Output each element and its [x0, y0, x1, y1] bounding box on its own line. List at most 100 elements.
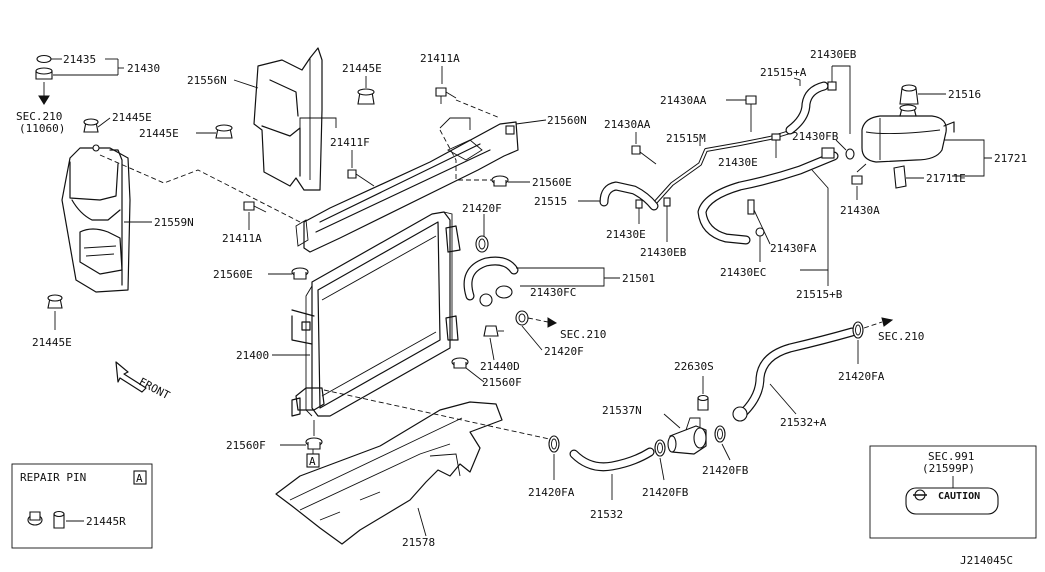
label-21560e-a: 21560E [213, 268, 253, 281]
side-air-guide-21559n [61, 144, 152, 293]
label-21420fb-a: 21420FB [642, 486, 689, 499]
clamp-21420f-top [475, 214, 489, 253]
dashed-bolt-path-b [439, 129, 500, 181]
lower-hose-21532 [569, 447, 655, 500]
bolt-21411f [347, 150, 375, 187]
label-21430a: 21430A [840, 204, 880, 217]
label-21430e-a: 21430E [606, 228, 646, 241]
label-21445e-b: 21445E [342, 62, 382, 75]
sensor-22630s [697, 376, 709, 411]
label-21411a-top: 21411A [420, 52, 460, 65]
label-sec210-a-sub: (11060) [19, 122, 65, 135]
reservoir-cap-21516 [899, 84, 946, 105]
clip-21430ec [755, 227, 765, 262]
bolt-21430a [851, 163, 867, 200]
clip-21430e-mid [771, 133, 781, 158]
label-21711e: 21711E [926, 172, 966, 185]
label-21435: 21435 [63, 53, 96, 66]
label-21556n: 21556N [187, 74, 227, 87]
label-21516: 21516 [948, 88, 981, 101]
callout-a-label: A [309, 455, 316, 468]
label-sec210-a: SEC.210 [16, 110, 62, 123]
clip-21445e-bottom-left [47, 294, 63, 330]
label-21445e-d: 21445E [32, 336, 72, 349]
label-plate-21711e [893, 165, 924, 189]
hose-21515 [578, 181, 659, 211]
label-21440d: 21440D [480, 360, 520, 373]
caution-text: CAUTION [938, 491, 980, 502]
leader-bracket-21556n [299, 117, 337, 168]
label-21430e-b: 21430E [718, 156, 758, 169]
diagram-code: J214045C [960, 554, 1013, 567]
label-21430eb-a: 21430EB [810, 48, 857, 61]
label-21560n: 21560N [547, 114, 587, 127]
label-21445r: 21445R [86, 515, 126, 528]
label-21420f-a: 21420F [462, 202, 502, 215]
label-21430fc: 21430FC [530, 286, 576, 299]
dashed-leader-lower-hose [323, 389, 555, 441]
clip-21445e-top-left [83, 117, 111, 133]
repair-pin-box [11, 463, 153, 549]
repair-pin-title: REPAIR PIN [20, 471, 86, 484]
caution-label-box [869, 445, 1037, 539]
label-21532: 21532 [590, 508, 623, 521]
clamp-21430fb [835, 139, 855, 160]
clip-21430eb-top [831, 65, 851, 134]
label-sec210-b: SEC.210 [560, 328, 606, 341]
label-21560e-b: 21560E [532, 176, 572, 189]
radiator-upper-mount-21560n [295, 117, 547, 253]
bolt-21430aa-lower [631, 132, 657, 165]
label-21532a: 21532+A [780, 416, 827, 429]
radiator-cap-assembly [35, 54, 124, 105]
label-21445e-c: 21445E [139, 127, 179, 140]
label-21411f: 21411F [330, 136, 370, 149]
clip-21445e-mid [196, 124, 233, 139]
label-21420fa-a: 21420FA [528, 486, 575, 499]
label-21501: 21501 [622, 272, 655, 285]
upper-hose-21501 [463, 256, 620, 307]
label-21559n: 21559N [154, 216, 194, 229]
drain-plug-21440d [483, 325, 504, 361]
grommet-21560e-radiator [268, 267, 309, 280]
label-21515m: 21515M [666, 132, 706, 145]
clip-21430eb-left [663, 197, 671, 242]
label-21537n: 21537N [602, 404, 642, 417]
label-21430ec: 21430EC [720, 266, 766, 279]
label-21420fb-b: 21420FB [702, 464, 749, 477]
label-21430fb: 21430FB [792, 130, 839, 143]
clip-21445e-top [357, 76, 375, 105]
label-21430aa-b: 21430AA [660, 94, 707, 107]
label-21430fa: 21430FA [770, 242, 817, 255]
grommet-21560f-right [451, 357, 485, 383]
bolt-21411a-left [243, 201, 267, 230]
clamp-21420fa-left [548, 435, 560, 480]
hose-21515a [785, 77, 837, 135]
upper-air-guide-21556n [233, 47, 323, 191]
dashed-bolt-path-a [455, 99, 501, 119]
front-arrow [115, 361, 147, 393]
clamp-21420fb-left [654, 439, 666, 481]
grommet-21560f-bottom [280, 420, 323, 450]
label-21721: 21721 [994, 152, 1027, 165]
label-22630s: 22630S [674, 360, 714, 373]
label-21560f-a: 21560F [482, 376, 522, 389]
label-sec991: SEC.991 [928, 450, 974, 463]
label-sec210-c: SEC.210 [878, 330, 924, 343]
clamp-21420f-lower [515, 310, 558, 351]
label-21400: 21400 [236, 349, 269, 362]
hose-21532a [732, 327, 857, 422]
hose-21515b [697, 147, 839, 271]
thermostat-housing-21537n [663, 413, 707, 455]
label-21411a-left: 21411A [222, 232, 262, 245]
clip-21430fa [747, 199, 771, 245]
label-21420f-b: 21420F [544, 345, 584, 358]
lower-air-guide-21578 [275, 401, 503, 545]
grommet-21560e-upper [491, 175, 530, 187]
radiator-21400 [272, 211, 461, 417]
label-front: FRONT [137, 375, 173, 402]
clamp-21420fb-right [714, 425, 731, 461]
label-21420fa-b: 21420FA [838, 370, 885, 383]
label-21515b: 21515+B [796, 288, 843, 301]
